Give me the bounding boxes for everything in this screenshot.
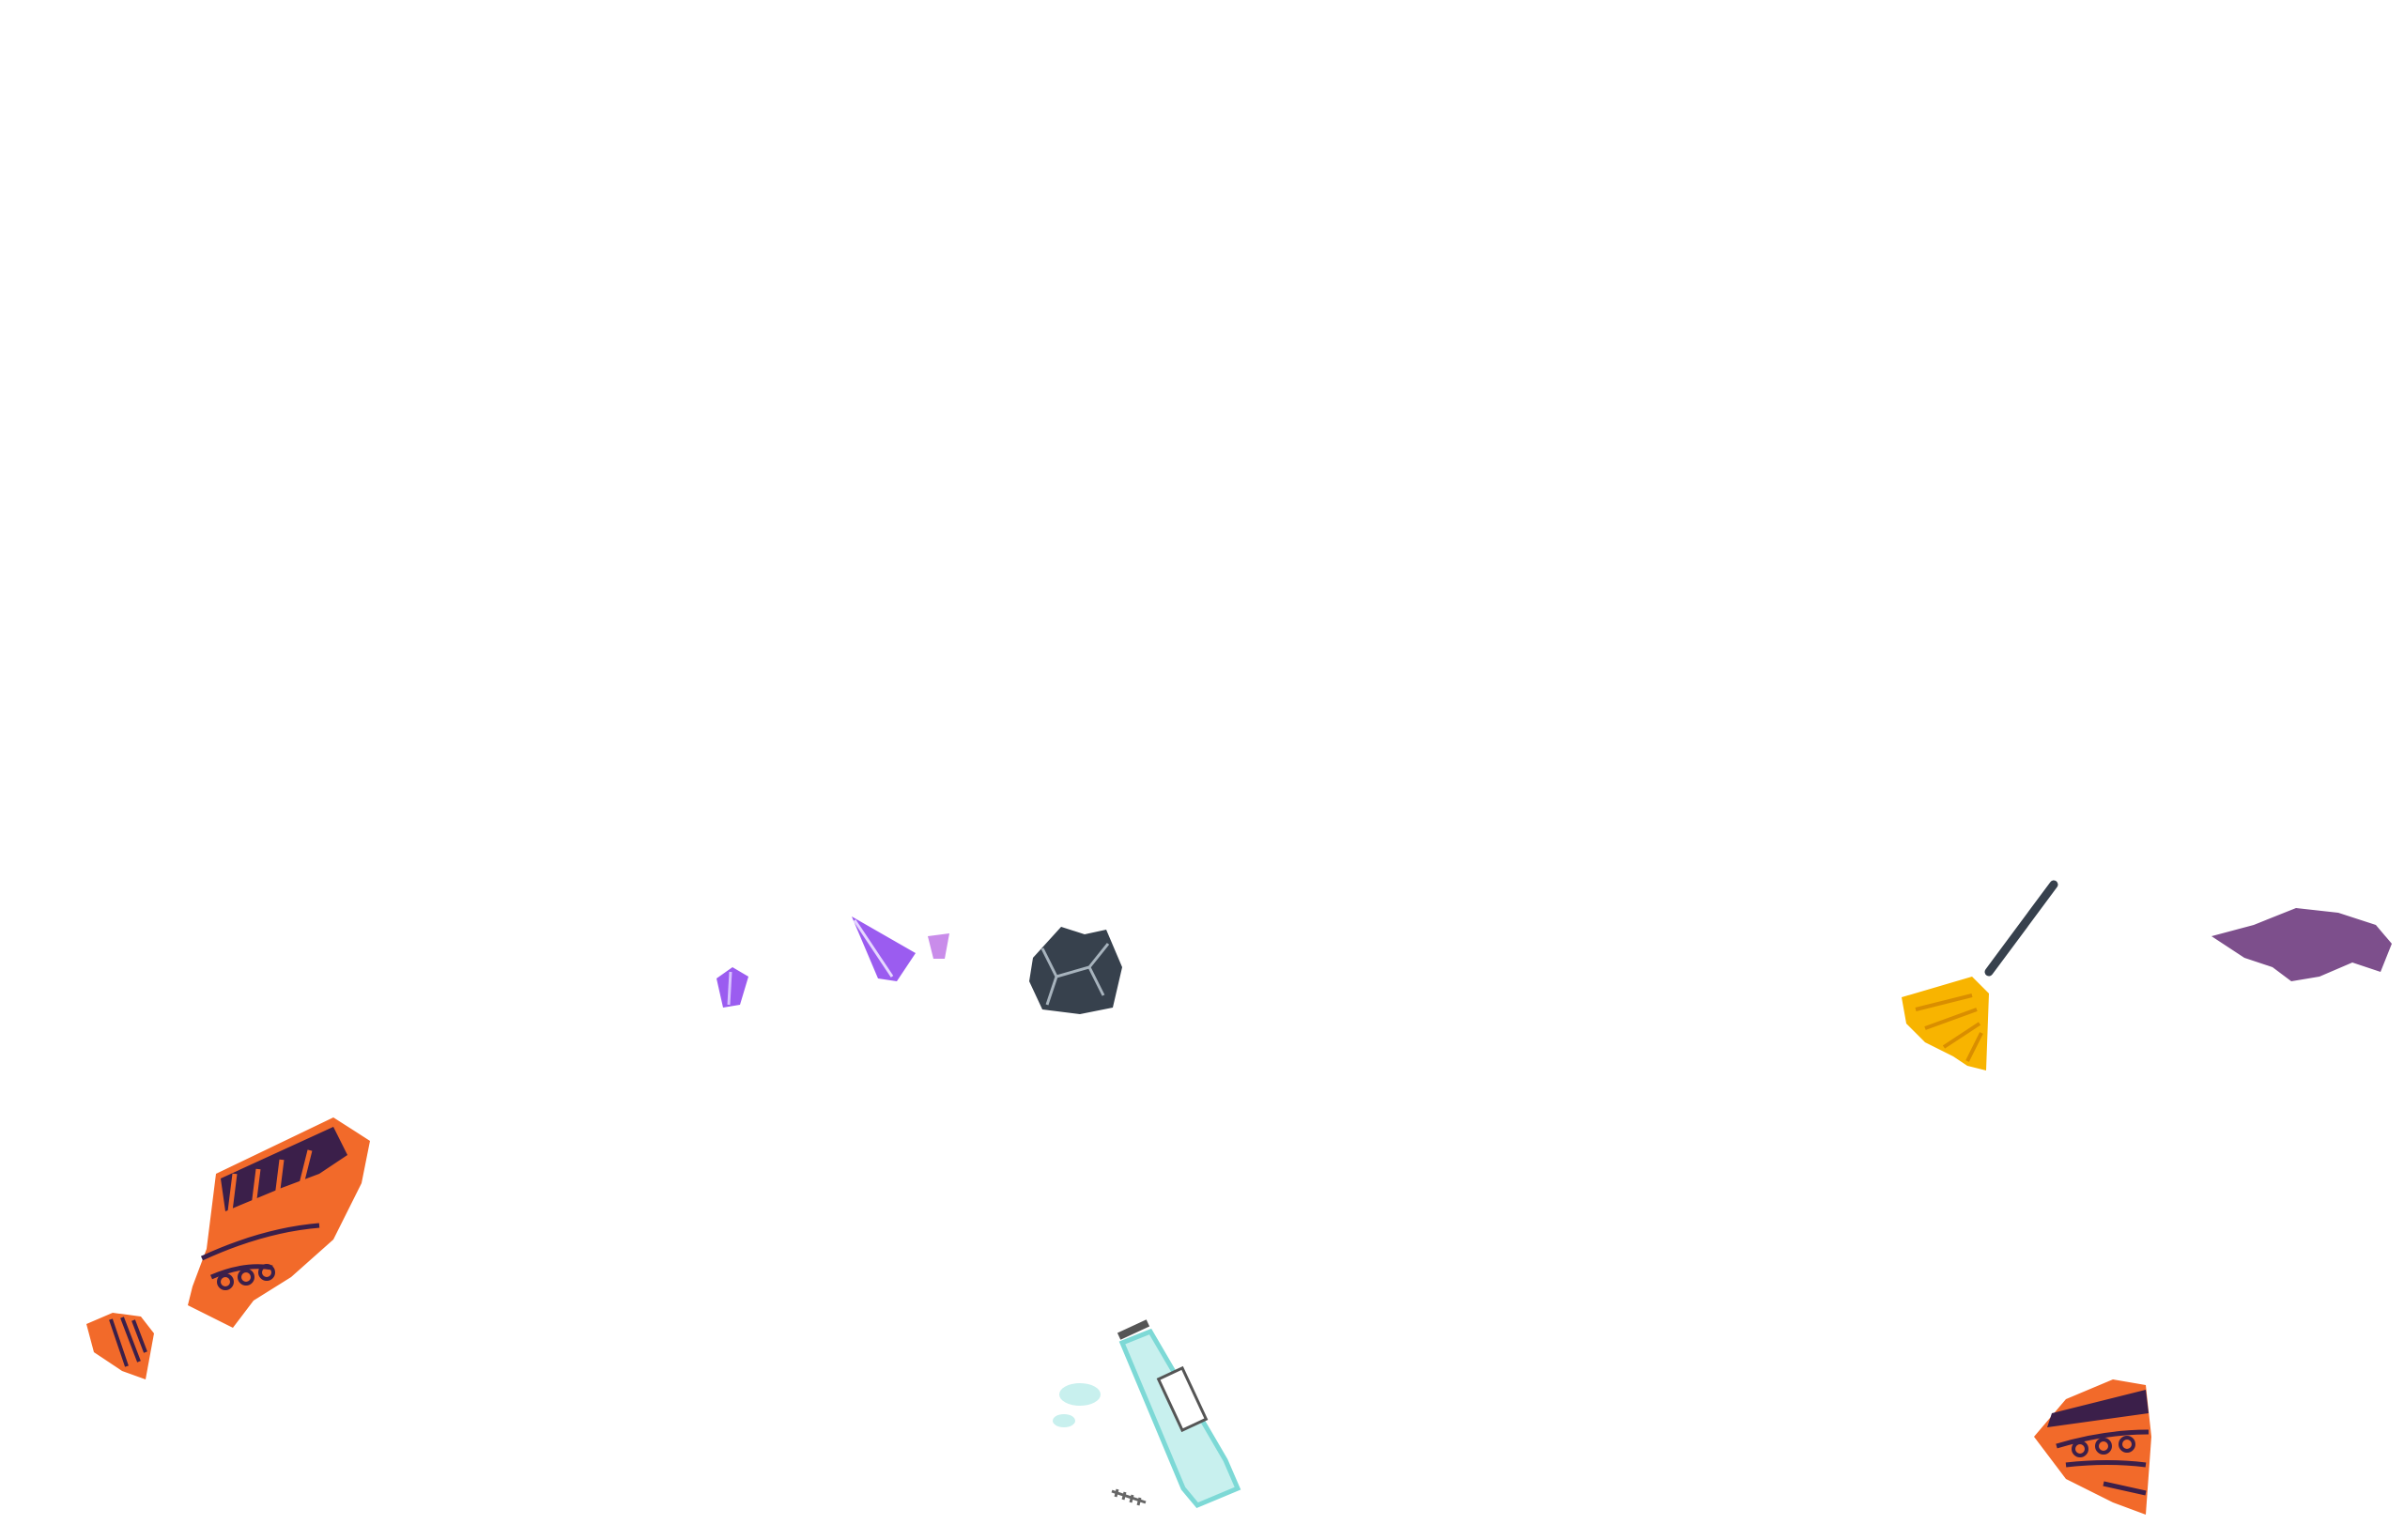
bottle-icon — [1053, 1319, 1241, 1509]
pottery-shard-large-icon — [188, 1117, 370, 1328]
rock-icon — [1029, 927, 1122, 1014]
pottery-shard-right-icon — [2034, 1379, 2151, 1515]
broom-icon — [1902, 880, 2058, 1070]
cloth-icon — [2211, 908, 2392, 981]
crystal-shard-large-icon — [852, 916, 916, 981]
crystal-shard-tiny-icon — [928, 933, 949, 959]
crystal-shard-small-icon — [717, 967, 748, 1008]
pottery-shard-small-icon — [86, 1313, 154, 1379]
